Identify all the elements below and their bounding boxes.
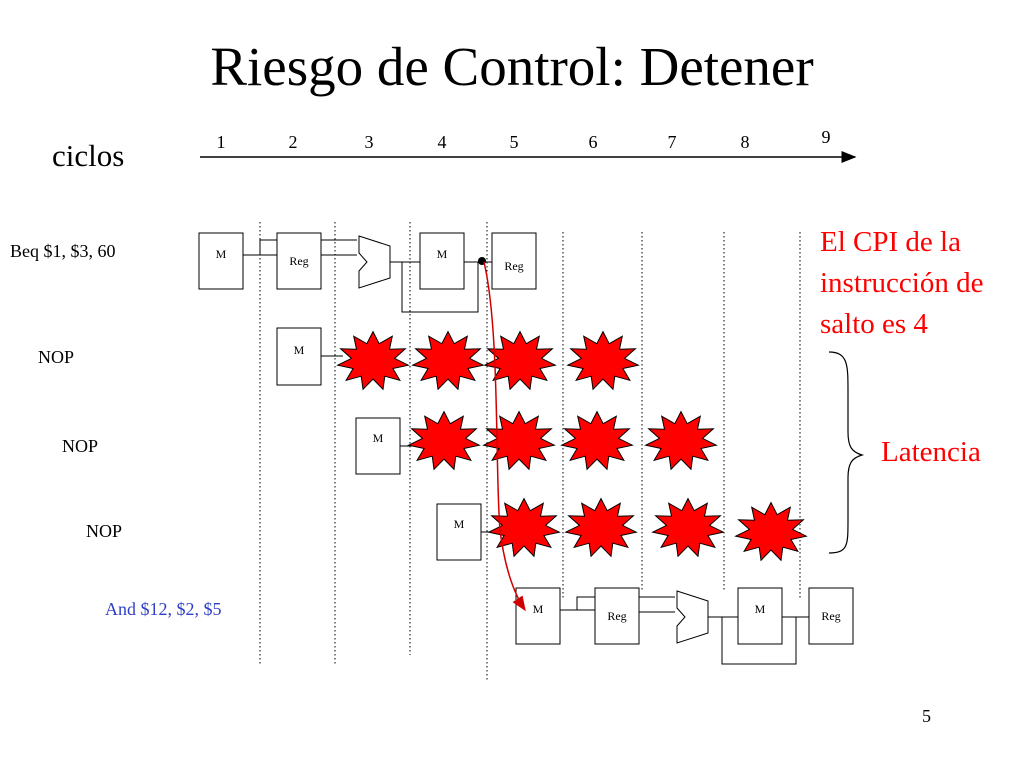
branch-resolution-arrow	[483, 261, 526, 612]
stall-bubble	[651, 497, 725, 558]
stall-bubble	[407, 410, 481, 471]
latency-label: Latencia	[881, 436, 981, 468]
cycle-number: 3	[364, 132, 374, 152]
cycle-number: 5	[509, 132, 519, 152]
slide-title: Riesgo de Control: Detener	[210, 36, 814, 97]
stall-bubble	[483, 330, 557, 391]
cycle-number: 4	[437, 132, 447, 152]
cycle-number: 7	[667, 132, 677, 152]
instruction-and: And $12, $2, $5	[105, 599, 222, 619]
alu-shape	[676, 590, 709, 644]
mem-label: M	[373, 431, 384, 445]
nop-mem-box	[436, 503, 482, 561]
mem-stage-box	[737, 587, 783, 645]
stall-bubble	[482, 410, 556, 471]
stall-bubble	[564, 497, 638, 558]
mem-label: M	[294, 343, 305, 357]
beq-pipeline	[198, 232, 537, 313]
cycle-number: 1	[216, 132, 226, 152]
mem-label: M	[216, 247, 227, 261]
reg-stage-box	[491, 232, 537, 290]
cycle-number: 6	[588, 132, 598, 152]
mem-label: M	[755, 602, 766, 616]
instruction-nop-1: NOP	[38, 347, 75, 367]
mem-stage-box	[198, 232, 244, 290]
stall-bubble	[734, 501, 808, 562]
stall-bubble	[566, 330, 640, 391]
cycle-number: 2	[288, 132, 298, 152]
mem-label: M	[437, 247, 448, 261]
stall-bubble	[411, 330, 485, 391]
instruction-nop-3: NOP	[86, 521, 123, 541]
reg-label: Reg	[821, 609, 840, 623]
instruction-nop-2: NOP	[62, 436, 99, 456]
nop-mem-box	[355, 417, 401, 475]
stall-bubble	[560, 410, 634, 471]
and-pipeline	[515, 587, 854, 665]
reg-label: Reg	[289, 254, 308, 268]
cycle-number: 9	[821, 127, 831, 147]
mem-stage-box	[419, 232, 465, 290]
reg-label: Reg	[504, 259, 523, 273]
cycle-gridlines	[259, 222, 801, 680]
cpi-note: El CPI de la instrucción de salto es 4	[820, 226, 984, 340]
stall-bubble	[644, 410, 718, 471]
cycle-number: 8	[740, 132, 750, 152]
reg-label: Reg	[607, 609, 626, 623]
stall-bubble	[487, 497, 561, 558]
instruction-beq: Beq $1, $3, 60	[10, 241, 116, 261]
reg-stage-box	[808, 587, 854, 645]
nop-mem-box	[276, 327, 322, 386]
cycles-axis-label: ciclos	[52, 138, 125, 173]
alu-shape	[358, 235, 391, 289]
latency-brace	[828, 351, 865, 554]
stall-bubble	[336, 330, 410, 391]
stall-bubbles	[336, 330, 808, 562]
reg-stage-box	[276, 232, 322, 290]
mem-label: M	[533, 602, 544, 616]
mem-label: M	[454, 517, 465, 531]
mem-stage-box	[515, 587, 561, 645]
page-number: 5	[922, 706, 931, 726]
reg-stage-box	[594, 587, 640, 645]
